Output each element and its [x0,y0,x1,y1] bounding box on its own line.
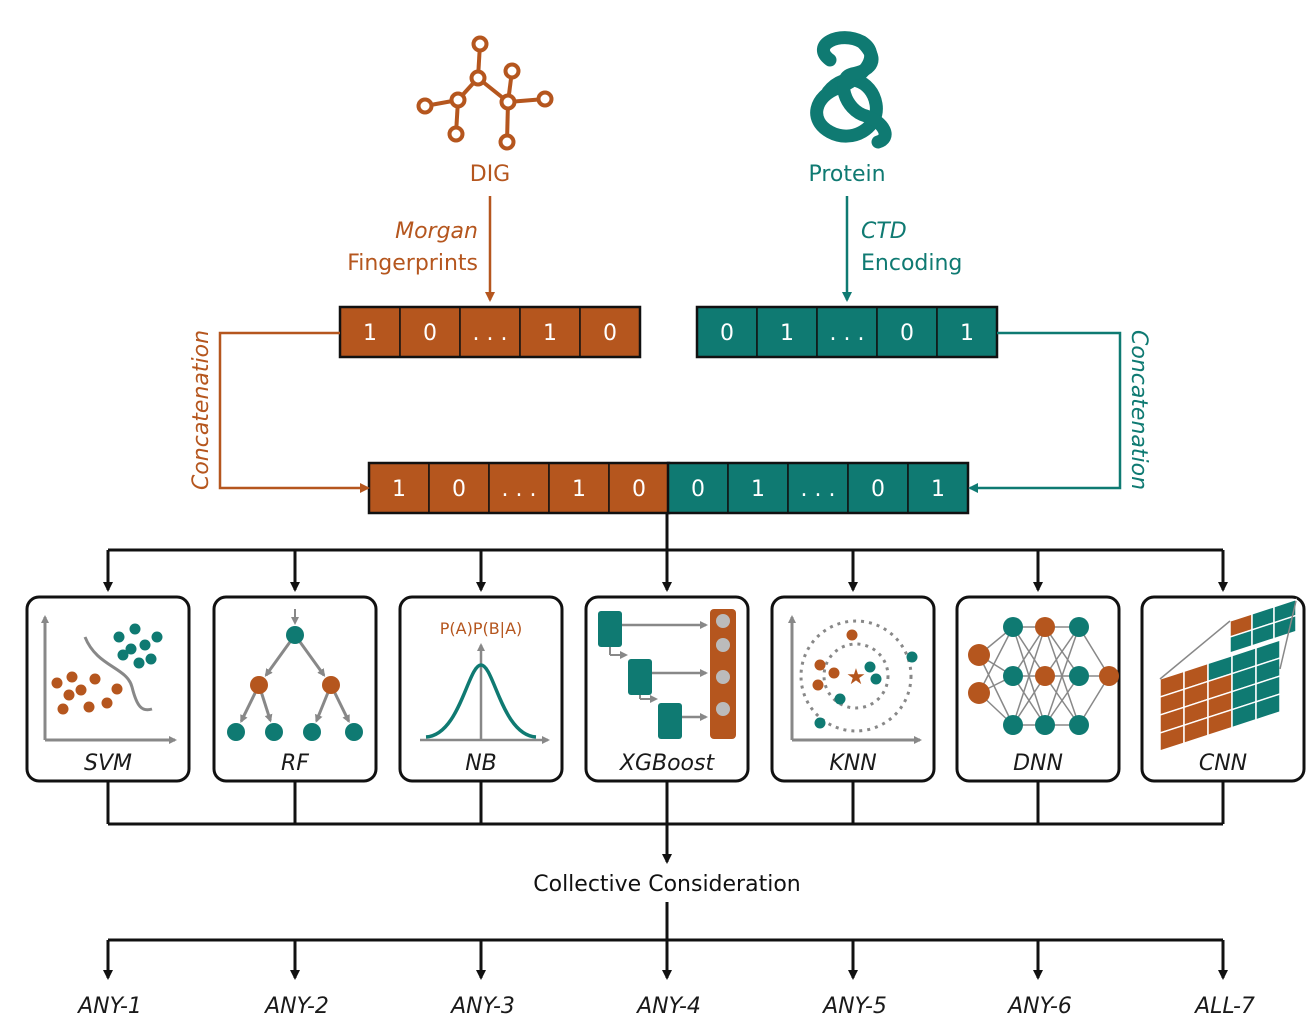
concat-protein-part-cell-value: 1 [931,477,945,502]
nb-formula: P(A)P(B|A) [440,619,523,638]
model-box-xgboost: XGBoost [584,595,750,783]
output-label: ANY-6 [1006,994,1072,1019]
model-box-knn: ★ KNN [770,595,936,783]
output-label: ANY-3 [449,994,515,1019]
svm-icon [41,615,177,744]
output-label: ANY-1 [76,994,142,1019]
fingerprints-label: Fingerprints [347,251,478,276]
protein-vector-cell-value: 0 [720,321,734,346]
model-name: DNN [1013,751,1063,776]
drug-concat-connector [218,331,370,493]
random-forest-icon [227,609,363,741]
output-label: ANY-2 [263,994,329,1019]
model-name: CNN [1199,751,1247,776]
concat-protein-part-cell-value: 0 [691,477,705,502]
concat-drug-part-cell-value: 1 [392,477,406,502]
model-name: RF [281,751,309,776]
molecule-icon [416,35,554,151]
model-name: SVM [84,751,132,776]
output-bus [108,902,1223,942]
drug-vector-cell-value: 0 [603,321,617,346]
model-input-arrows [103,550,1228,592]
protein-icon [810,31,892,149]
output-label: ANY-4 [635,994,701,1019]
drug-label: DIG [470,162,510,187]
encoding-label: Encoding [861,251,962,276]
concat-drug-part-cell-value: 1 [572,477,586,502]
drug-vector-cell [519,306,581,358]
model-boxes: SVM RF P(A)P(B|A) NB XGBoost ★ KNN DNN CNN [25,595,1306,783]
protein-vector-cell-value: . . . [830,321,865,346]
concat-protein-part-cell [667,462,729,514]
drug-vector-cell [579,306,641,358]
concat-protein-part-cell-value: 0 [871,477,885,502]
drug-fingerprint-vector: 1 0 . . . 1 0 [338,305,642,359]
output-strategies: ANY-1 ANY-2 ANY-3 ANY-4 ANY-5 ANY-6 ALL-7 [76,940,1255,1019]
concat-drug-part-cell-value: . . . [502,477,537,502]
model-box-rf: RF [212,595,378,783]
model-name: NB [465,751,497,776]
naive-bayes-icon: P(A)P(B|A) [420,619,550,744]
protein-concat-connector [968,331,1122,493]
model-name: XGBoost [619,751,716,776]
concat-protein-part-cell-value: . . . [801,477,836,502]
drug-vector-cell-value: 1 [543,321,557,346]
model-box-dnn: DNN [955,595,1121,783]
protein-ctd-vector: 0 1 . . . 0 1 [695,305,999,359]
model-box-nb: P(A)P(B|A) NB [398,595,564,783]
concat-drug-part-cell-value: 0 [452,477,466,502]
xgboost-icon [598,609,736,739]
concatenation-label-left: Concatenation [189,330,214,490]
concat-protein-part-cell-value: 1 [751,477,765,502]
output-label: ANY-5 [821,994,887,1019]
concat-drug-part-cell-value: 0 [632,477,646,502]
drug-vector-cell-value: . . . [473,321,508,346]
svg-text:★: ★ [846,665,866,690]
morgan-label: Morgan [395,219,478,244]
knn-icon: ★ [788,615,922,744]
concatenated-feature-vector: 1 0 . . . 1 0 0 1 . . . 0 1 [367,461,970,515]
protein-vector-cell [936,306,998,358]
model-box-cnn: CNN [1140,595,1306,783]
output-label: ALL-7 [1193,994,1255,1019]
drug-vector-cell-value: 1 [363,321,377,346]
model-output-lines [106,781,1225,824]
drug-vector-cell-value: 0 [423,321,437,346]
protein-vector-cell-value: 1 [780,321,794,346]
model-distribution-bus [108,514,1223,552]
protein-vector-cell-value: 0 [900,321,914,346]
dnn-icon [968,617,1119,735]
collective-consideration-label: Collective Consideration [533,872,800,897]
model-name: KNN [829,751,876,776]
protein-label: Protein [808,162,885,187]
ctd-label: CTD [861,219,907,244]
cnn-icon [1159,598,1297,752]
protein-vector-cell-value: 1 [960,321,974,346]
concatenation-label-right: Concatenation [1126,330,1151,490]
model-box-svm: SVM [25,595,191,783]
